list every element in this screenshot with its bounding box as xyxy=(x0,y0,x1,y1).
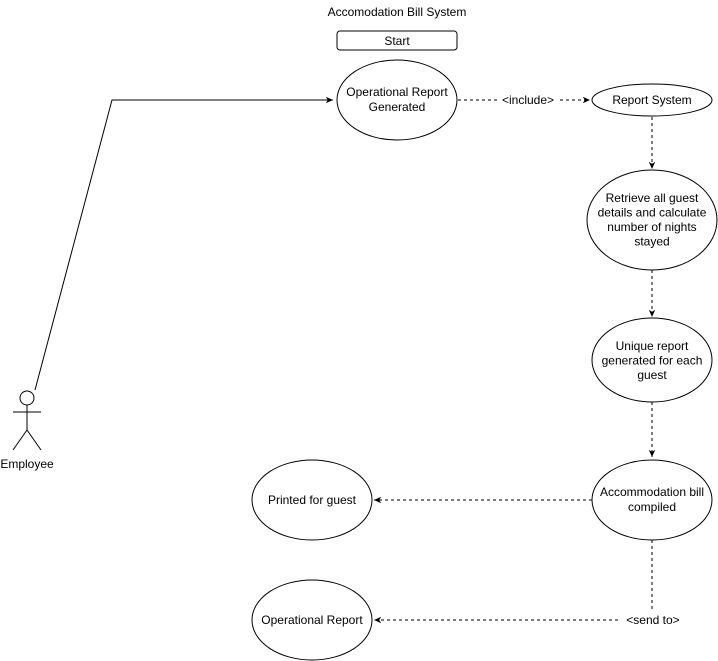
actor-left-leg xyxy=(12,429,28,451)
use-case-report-system[interactable]: Report System xyxy=(591,83,713,117)
use-case-label: Report System xyxy=(612,93,691,107)
start-box[interactable]: Start xyxy=(336,30,458,51)
include-label: <include> xyxy=(502,93,554,107)
employee-actor[interactable]: Employee xyxy=(0,390,54,471)
use-case-operational-report[interactable]: Operational Report xyxy=(251,579,373,661)
start-label: Start xyxy=(384,34,410,48)
actor-right-leg xyxy=(26,429,42,451)
use-case-label: Printed for guest xyxy=(268,493,357,507)
actor-head xyxy=(19,390,35,406)
send-to-label: <send to> xyxy=(626,613,679,627)
use-case-label: Operational Report xyxy=(261,613,363,627)
edge-employee-to-operational-report-generated xyxy=(34,96,333,391)
diagram-title: Accomodation Bill System xyxy=(328,5,467,19)
use-case-printed-for-guest[interactable]: Printed for guest xyxy=(251,459,373,541)
actor-label: Employee xyxy=(0,457,54,471)
edge-send-to xyxy=(374,540,653,624)
